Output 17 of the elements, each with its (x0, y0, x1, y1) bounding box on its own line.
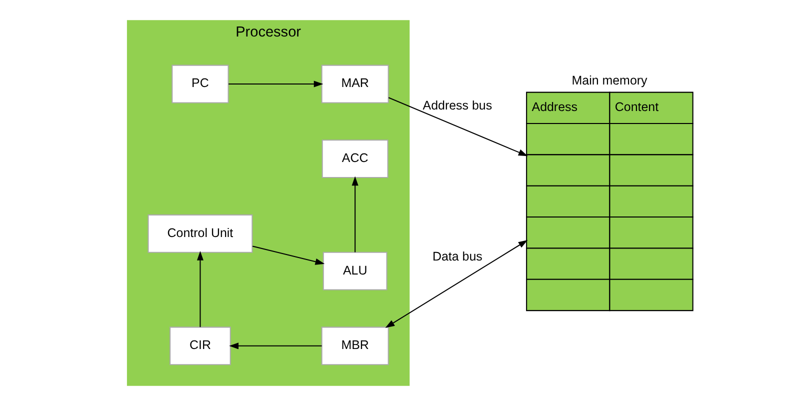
node-box: PC (171, 64, 228, 104)
edge-label: Address bus (422, 98, 492, 113)
node-label: Main memory (571, 74, 647, 88)
node-box: MBR (320, 326, 388, 366)
node-box: ALU (322, 252, 387, 290)
arrow (384, 240, 528, 328)
arrow (351, 176, 358, 252)
node-box: CIR (169, 326, 230, 366)
arrow (196, 251, 203, 328)
node-box: ACC (321, 140, 388, 178)
arrow (228, 80, 323, 88)
arrow (388, 97, 528, 156)
node-box: Control Unit (147, 214, 252, 253)
edge-label: Data bus (432, 249, 482, 264)
arrow (228, 342, 322, 350)
arrow (252, 246, 324, 265)
node-box: MAR (320, 64, 388, 104)
